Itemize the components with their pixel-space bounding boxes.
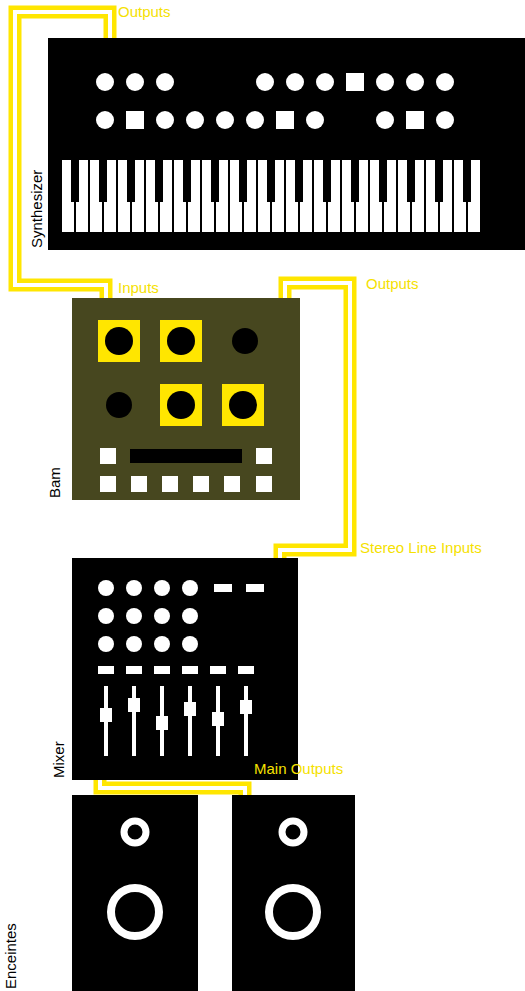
speaker-pair: Enceintes xyxy=(2,795,355,991)
mixer-controls xyxy=(98,580,264,756)
cable-outer xyxy=(100,780,245,795)
synthesizer-unit: Synthesizer xyxy=(28,38,525,250)
port-label: Inputs xyxy=(118,279,159,297)
device-name: Mixer xyxy=(50,741,68,778)
device-name: Synthesizer xyxy=(28,170,46,248)
cable-outer xyxy=(15,12,110,298)
audio-cable xyxy=(100,780,245,795)
port-label: Main Outputs xyxy=(254,760,343,778)
bam-unit: Bam xyxy=(46,298,300,500)
device-name: Enceintes xyxy=(2,923,20,989)
audio-cable xyxy=(15,12,110,298)
cable-inner xyxy=(280,283,350,558)
bam-controls xyxy=(98,320,272,492)
synth-controls xyxy=(96,73,454,129)
device-name: Bam xyxy=(46,467,64,498)
cable-inner xyxy=(100,780,245,795)
mixer-unit: Mixer xyxy=(50,558,298,780)
audio-cable xyxy=(280,283,350,558)
port-label: Outputs xyxy=(118,3,171,21)
mixer-panel xyxy=(72,558,298,780)
synth-panel xyxy=(48,38,525,250)
port-label: Stereo Line Inputs xyxy=(360,539,482,557)
cable-outer xyxy=(280,283,350,558)
synth-keyboard xyxy=(62,160,482,232)
bam-panel xyxy=(72,298,300,500)
cable-inner xyxy=(15,12,110,298)
port-label: Outputs xyxy=(366,275,419,293)
speaker-boxes xyxy=(72,795,355,991)
